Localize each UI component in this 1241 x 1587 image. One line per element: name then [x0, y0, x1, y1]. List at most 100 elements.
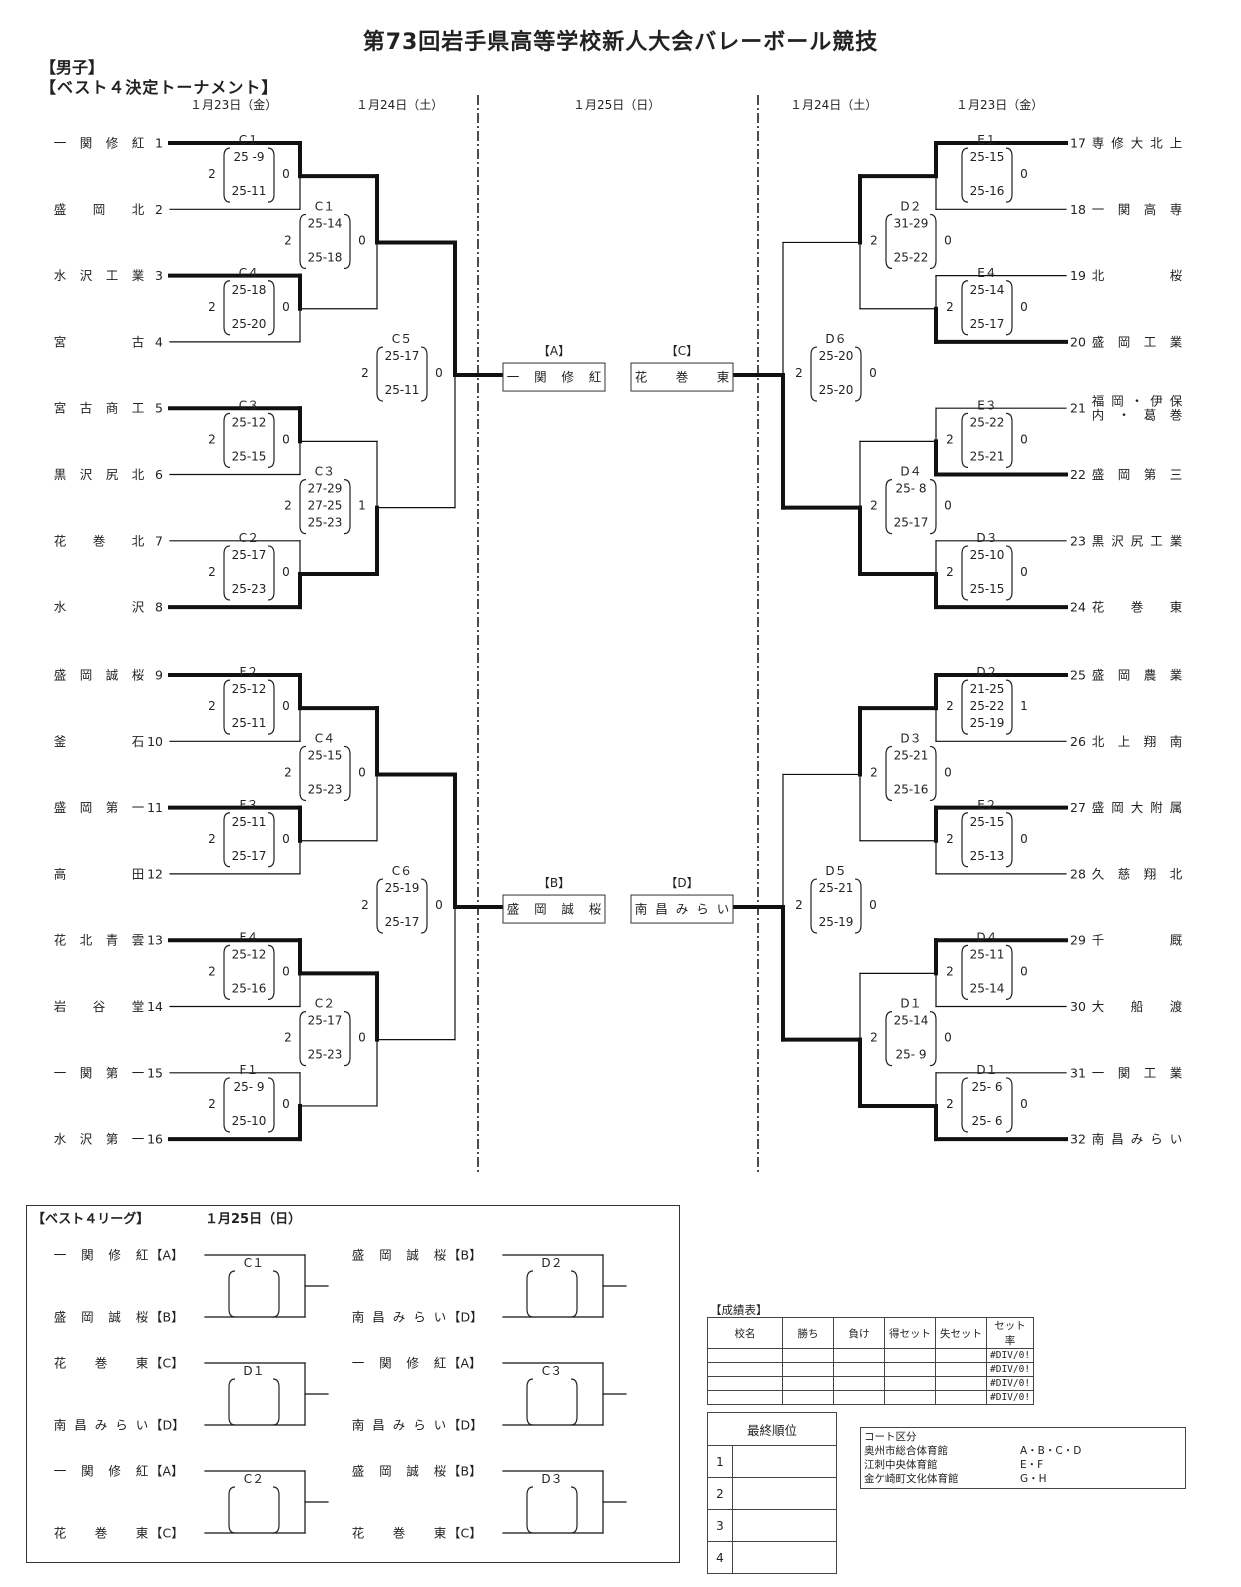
team-name-char: 盛	[1092, 800, 1105, 815]
court-label: D２	[900, 199, 921, 213]
results-cell[interactable]	[935, 1348, 987, 1363]
set-score: 25-18	[232, 283, 267, 297]
results-cell[interactable]: #DIV/0!	[985, 1362, 1035, 1377]
league-tag: 【B】	[448, 1464, 482, 1479]
results-cell[interactable]	[707, 1376, 783, 1391]
court-label: E１	[977, 133, 997, 147]
paren-right	[343, 213, 351, 270]
team-name-char: 水	[54, 268, 67, 283]
paren-left	[810, 346, 818, 402]
results-cell[interactable]	[935, 1362, 987, 1377]
results-cell[interactable]	[833, 1362, 885, 1377]
results-cell[interactable]: #DIV/0!	[985, 1376, 1035, 1391]
league-name-char: 盛	[54, 1310, 67, 1325]
set-score: 25- 6	[971, 1114, 1002, 1128]
court-label: D２	[976, 665, 997, 679]
paren-left	[961, 1077, 969, 1133]
best4-name-char: 修	[561, 370, 574, 385]
team-number: 5	[155, 401, 163, 416]
set-score: 25-15	[308, 748, 343, 762]
set-score: 25- 9	[895, 1048, 926, 1062]
team-name-char: 上	[1118, 734, 1131, 749]
paren-left	[299, 213, 307, 270]
set-score: 25-11	[232, 815, 267, 829]
team-name-char: 誠	[106, 668, 119, 683]
results-cell[interactable]	[935, 1390, 987, 1405]
team-name-char: 大	[1092, 999, 1105, 1014]
league-name-char: 南	[352, 1418, 365, 1433]
results-cell[interactable]	[833, 1348, 885, 1363]
results-cell[interactable]	[707, 1362, 783, 1377]
results-cell[interactable]	[833, 1376, 885, 1391]
team-number: 24	[1070, 600, 1086, 615]
results-table: 校名 勝ち 負け 得セット 失セット セット率 #DIV/0!#DIV/0!#D…	[707, 1317, 1035, 1405]
col-sets-won: 得セット	[884, 1317, 936, 1349]
rank-cell[interactable]	[732, 1477, 837, 1510]
results-cell[interactable]	[833, 1390, 885, 1405]
results-cell[interactable]	[884, 1362, 936, 1377]
league-name-char: ら	[115, 1418, 128, 1433]
team-name-char: 桜	[132, 668, 145, 683]
date-left-round1: １月23日（金）	[190, 98, 278, 112]
court-legend-title: コート区分	[864, 1431, 917, 1443]
league-name-char: い	[434, 1310, 447, 1325]
rank-cell[interactable]	[732, 1445, 837, 1478]
set-score: 25-11	[232, 716, 267, 730]
col-sets-lost: 失セット	[935, 1317, 987, 1349]
paren-left	[885, 745, 893, 802]
paren-left	[961, 812, 969, 868]
results-cell[interactable]	[782, 1362, 834, 1377]
results-cell[interactable]	[884, 1348, 936, 1363]
best4-label: 【C】	[666, 344, 698, 358]
results-cell[interactable]	[884, 1376, 936, 1391]
results-cell[interactable]	[782, 1376, 834, 1391]
set-score: 25- 9	[233, 1080, 264, 1094]
league-title: 【ベスト４リーグ】	[32, 1212, 150, 1227]
set-score: 27-29	[308, 482, 343, 496]
paren-left	[961, 280, 969, 336]
sets-lost: 0	[1020, 300, 1028, 314]
team-name-char: 尻	[1131, 533, 1144, 548]
team-name-char: 業	[132, 268, 145, 283]
results-cell[interactable]	[884, 1390, 936, 1405]
team-name-char: 堂	[132, 999, 145, 1014]
team-entry-right: 南昌みらい	[1092, 1132, 1183, 1147]
results-cell[interactable]	[935, 1376, 987, 1391]
sets-lost: 0	[282, 432, 290, 446]
league-name-char: 桜	[434, 1248, 447, 1263]
rank-cell[interactable]	[732, 1541, 837, 1574]
results-cell[interactable]: #DIV/0!	[985, 1390, 1035, 1405]
league-match: 一関修紅【A】盛岡誠桜【B】C１	[54, 1248, 329, 1325]
rank-cell[interactable]	[732, 1509, 837, 1542]
team-name-char: ・	[1131, 394, 1144, 409]
league-name-char: 一	[352, 1356, 365, 1371]
team-name-char: 北	[1150, 136, 1163, 151]
league-name-char: 紅	[136, 1248, 149, 1263]
paren-left	[223, 545, 231, 601]
set-score: 25-20	[232, 317, 267, 331]
league-match: 花巻東【C】南昌みらい【D】D１	[54, 1356, 329, 1433]
team-name-char: 盛	[54, 202, 67, 217]
team-entry-left: 岩谷堂	[54, 999, 145, 1014]
court-label: D６	[825, 332, 846, 346]
paren-left	[223, 944, 231, 1000]
league-name-char: 昌	[372, 1418, 385, 1433]
team-name-char: 北	[132, 533, 145, 548]
league-name-char: 花	[54, 1356, 67, 1371]
results-cell[interactable]: #DIV/0!	[985, 1348, 1035, 1363]
league-name-char: 東	[136, 1356, 149, 1371]
results-cell[interactable]	[707, 1390, 783, 1405]
results-row: #DIV/0!	[707, 1348, 1035, 1363]
paren-right	[267, 545, 275, 601]
results-cell[interactable]	[707, 1348, 783, 1363]
team-name-char: 修	[106, 136, 119, 151]
sets-lost: 1	[358, 499, 366, 513]
league-name-char: 誠	[108, 1310, 121, 1325]
sets-lost: 0	[1020, 167, 1028, 181]
results-cell[interactable]	[782, 1348, 834, 1363]
paren-right	[267, 812, 275, 868]
results-cell[interactable]	[782, 1390, 834, 1405]
team-name-char: 黒	[54, 467, 67, 482]
team-entry-left: 水沢第一	[54, 1132, 145, 1147]
